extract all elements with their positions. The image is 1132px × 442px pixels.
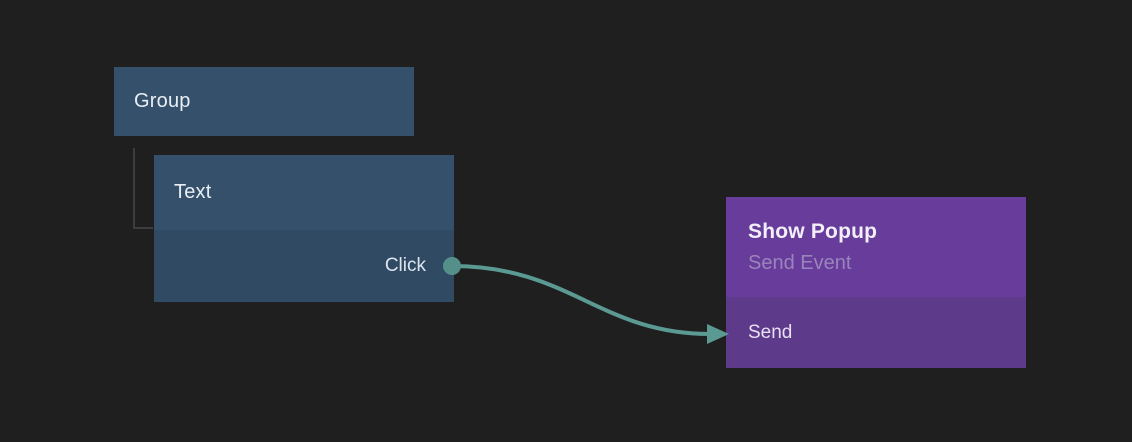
send-input-label: Send [748, 321, 793, 343]
connection-wire[interactable] [450, 264, 712, 336]
node-text-event-row[interactable]: Click [154, 230, 454, 302]
node-group-title: Group [134, 90, 191, 112]
send-input-row[interactable]: Send [726, 297, 1026, 368]
hierarchy-connector-line [133, 148, 153, 229]
node-text-title: Text [174, 181, 212, 203]
node-text-header[interactable]: Text [154, 155, 454, 230]
node-show-popup-subtitle: Send Event [748, 251, 852, 274]
node-text[interactable]: Text Click [154, 155, 454, 302]
node-show-popup-title: Show Popup [748, 219, 878, 243]
node-show-popup[interactable]: Show Popup Send Event Send [726, 197, 1026, 368]
node-show-popup-header[interactable]: Show Popup Send Event [726, 197, 1026, 297]
node-group[interactable]: Group [114, 67, 414, 136]
click-output-label: Click [384, 255, 426, 276]
